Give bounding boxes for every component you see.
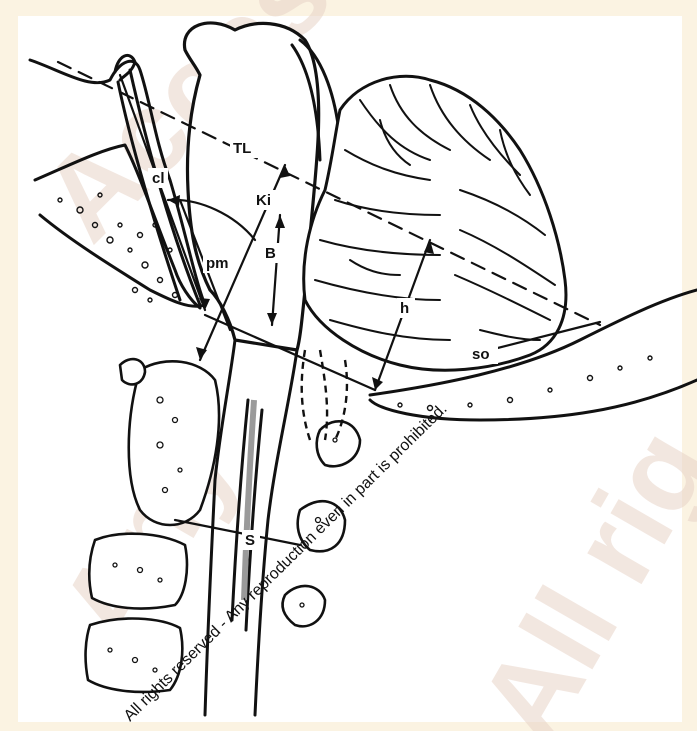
label-so: so <box>472 346 490 363</box>
label-cl: cl <box>152 170 165 187</box>
label-s: S <box>245 532 255 549</box>
anterior-arch-c1 <box>120 359 145 384</box>
cerebellum-outline <box>304 76 566 370</box>
watermark-big-right: All rig <box>454 408 697 731</box>
spinal-cord-right <box>255 350 297 715</box>
label-h: h <box>400 300 409 317</box>
vertebra-c2-posterior <box>317 421 360 466</box>
label-tl: TL <box>233 140 251 157</box>
label-ki: Ki <box>256 192 271 209</box>
label-b: B <box>265 245 276 262</box>
label-pm: pm <box>206 255 229 272</box>
